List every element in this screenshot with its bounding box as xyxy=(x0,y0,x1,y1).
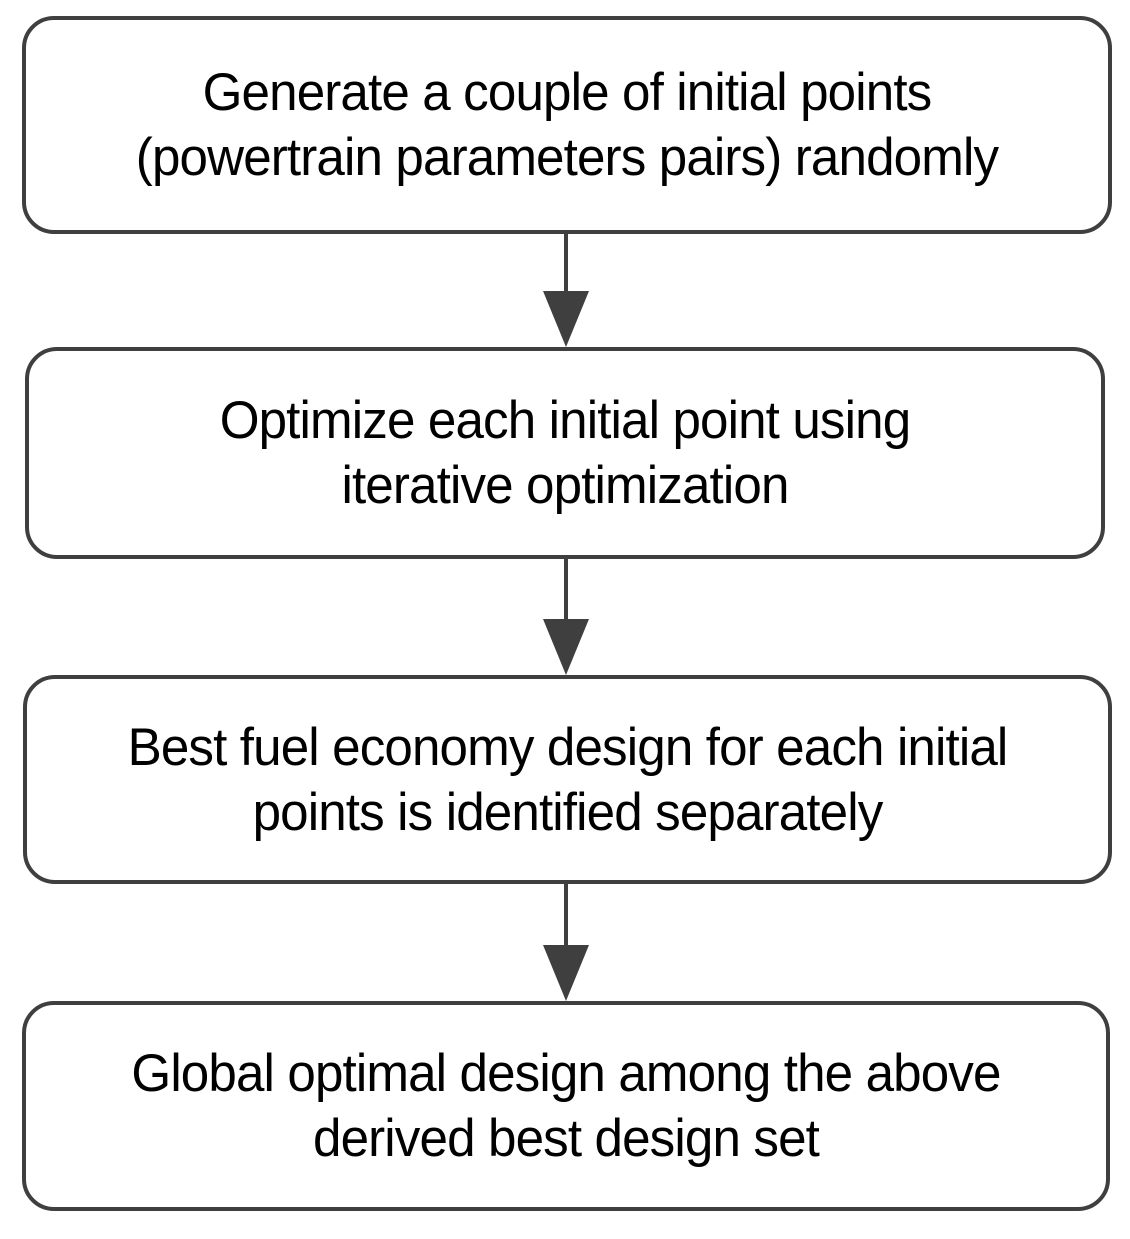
flowchart-node-generate-initial-points[interactable]: Generate a couple of initial points (pow… xyxy=(22,16,1112,234)
flowchart-node-label: Generate a couple of initial points (pow… xyxy=(135,63,999,187)
arrow-shaft xyxy=(564,234,568,296)
flowchart-node-best-fuel-economy-design[interactable]: Best fuel economy design for each initia… xyxy=(23,675,1112,884)
arrow-head-icon xyxy=(543,619,589,675)
arrow-shaft xyxy=(564,559,568,621)
flowchart-arrow-1 xyxy=(536,234,596,347)
flowchart-arrow-2 xyxy=(536,559,596,675)
flowchart-node-label: Optimize each initial point using iterat… xyxy=(219,391,911,515)
arrow-head-icon xyxy=(543,945,589,1001)
arrow-head-icon xyxy=(543,291,589,347)
flowchart-node-label: Global optimal design among the above de… xyxy=(131,1044,1001,1168)
flowchart-node-label: Best fuel economy design for each initia… xyxy=(127,717,1009,842)
flowchart-arrow-3 xyxy=(536,884,596,1001)
flowchart-node-optimize-initial-point[interactable]: Optimize each initial point using iterat… xyxy=(25,347,1105,559)
flowchart-node-global-optimal-design[interactable]: Global optimal design among the above de… xyxy=(22,1001,1110,1211)
arrow-shaft xyxy=(564,884,568,947)
